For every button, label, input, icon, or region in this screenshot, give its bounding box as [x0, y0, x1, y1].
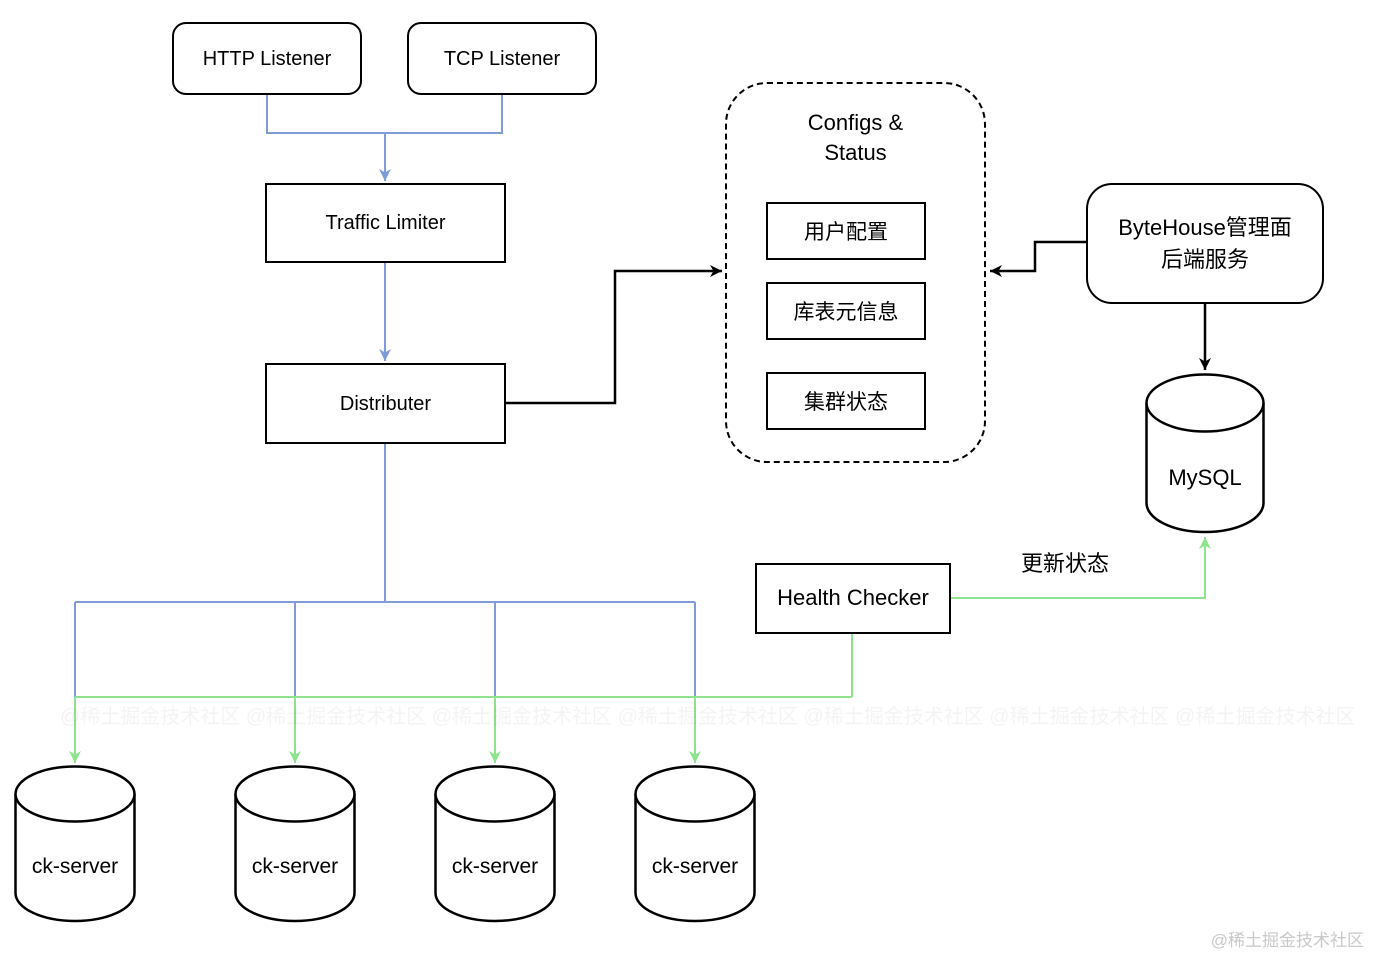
node-health-checker: Health Checker	[755, 563, 951, 634]
ck-server-cylinder-icon	[234, 765, 356, 923]
configs-item-table-metadata: 库表元信息	[766, 282, 926, 340]
ck-server-cylinder-icon	[434, 765, 556, 923]
http-listener-label: HTTP Listener	[202, 47, 332, 70]
configs-item-cluster-status: 集群状态	[766, 372, 926, 430]
edge-health-bus	[75, 634, 853, 698]
configs-status-title: Configs & Status	[807, 110, 904, 165]
cluster-status-label: 集群状态	[804, 391, 888, 414]
watermark: @稀土掘金技术社区	[1210, 931, 1364, 950]
health-checker-label: Health Checker	[777, 585, 929, 611]
node-traffic-limiter: Traffic Limiter	[265, 183, 506, 263]
node-ck-server-4: ck-server	[634, 765, 756, 923]
ck-server-cylinder-icon	[14, 765, 136, 923]
edge-distributer-fanout	[74, 601, 696, 697]
user-config-label: 用户配置	[804, 221, 888, 244]
ck-server-label: ck-server	[451, 855, 539, 879]
node-ck-server-2: ck-server	[234, 765, 356, 923]
edge-bytehouse-to-configs	[990, 240, 1086, 277]
node-tcp-listener: TCP Listener	[407, 22, 597, 95]
table-metadata-label: 库表元信息	[793, 301, 899, 324]
edge-distributer-to-configs	[506, 265, 722, 405]
configs-item-user-config: 用户配置	[766, 202, 926, 260]
edge-listeners-merge	[266, 95, 503, 134]
node-ck-server-3: ck-server	[434, 765, 556, 923]
node-bytehouse-backend: ByteHouse管理面 后端服务	[1086, 183, 1324, 304]
distributer-label: Distributer	[339, 392, 432, 415]
traffic-limiter-label: Traffic Limiter	[325, 212, 446, 234]
ck-server-label: ck-server	[31, 855, 119, 879]
mysql-label: MySQL	[1168, 464, 1242, 490]
node-mysql: MySQL	[1145, 373, 1265, 534]
node-ck-server-1: ck-server	[14, 765, 136, 923]
mysql-cylinder-icon	[1145, 373, 1265, 534]
ck-server-label: ck-server	[651, 855, 739, 879]
node-http-listener: HTTP Listener	[172, 22, 362, 95]
faint-watermark-row: @稀土掘金技术社区 @稀土掘金技术社区 @稀土掘金技术社区 @稀土掘金技术社区 …	[60, 700, 1360, 728]
group-configs-status: Configs & Status 用户配置 库表元信息 集群状态	[725, 82, 986, 463]
tcp-listener-label: TCP Listener	[443, 47, 561, 70]
node-distributer: Distributer	[265, 363, 506, 444]
ck-server-cylinder-icon	[634, 765, 756, 923]
bytehouse-backend-label: ByteHouse管理面 后端服务	[1118, 214, 1292, 272]
update-status-edge-label: 更新状态	[1020, 551, 1109, 576]
ck-server-label: ck-server	[251, 855, 339, 879]
